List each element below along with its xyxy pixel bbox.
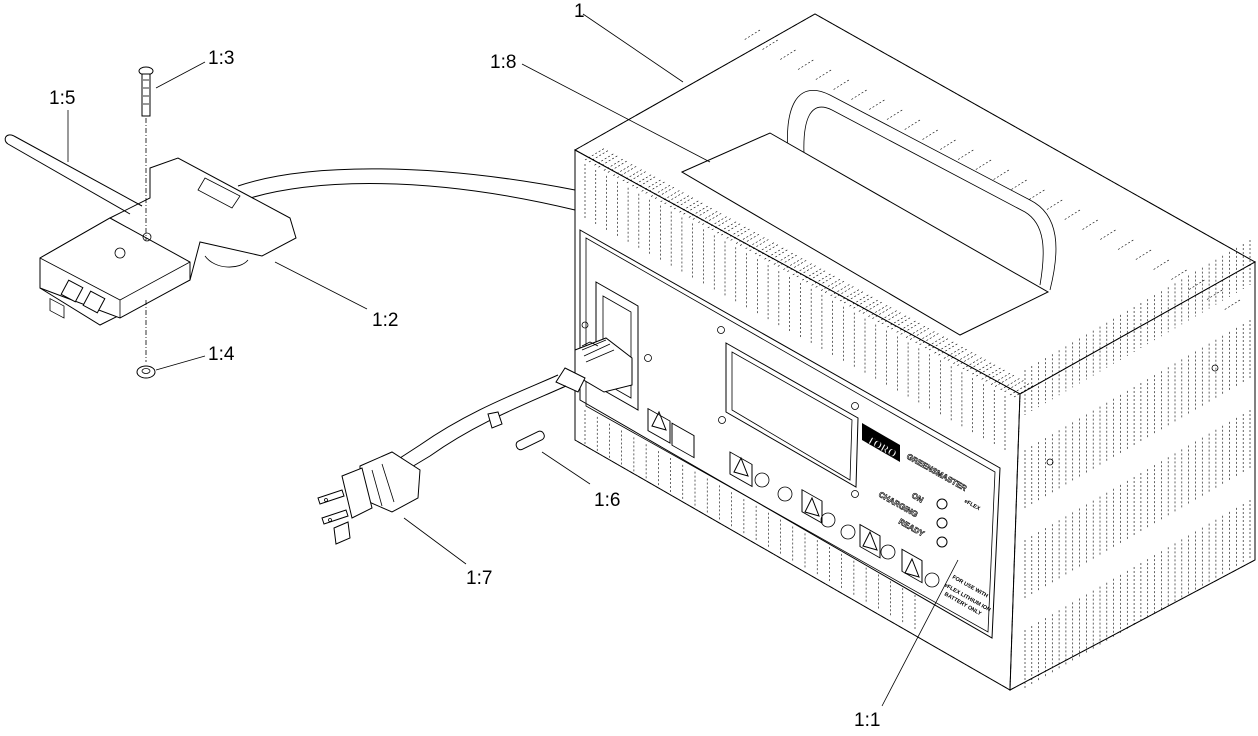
leader-1 [582,13,684,83]
leader-1-7 [403,517,467,565]
callout-1: 1 [574,1,585,22]
connector-screw-head [114,247,126,259]
leader-1-8 [521,63,711,163]
callout-1-6: 1:6 [594,490,620,511]
callout-1-4: 1:4 [208,344,235,365]
leader-1-1 [881,559,959,707]
leader-1-4 [155,355,206,371]
callout-1-5: 1:5 [49,88,75,109]
battery-connector [39,157,297,326]
nut [136,300,156,379]
display-window [725,342,859,488]
led-charging [936,517,948,529]
safety-icon-strip [647,407,940,588]
callout-1-7: 1:7 [466,568,492,589]
led-on [936,498,948,510]
screw [138,66,154,240]
callout-1-2: 1:2 [372,310,398,331]
charger-body: TORO GREENSMASTER eFLEX ON CHARGING READ… [573,13,1257,691]
cooling-fins-front [584,164,1006,630]
carry-handle-inner [803,106,1044,286]
cooling-fins-side [1024,240,1251,690]
leader-1-2 [274,261,368,310]
fuse [515,430,545,451]
top-label-plate [680,132,1050,336]
leader-1-3 [155,61,206,89]
dc-output-cable [237,168,576,211]
callout-labels: 1 1:8 1:3 1:5 1:2 1:4 1:6 1:7 1:1 [49,1,880,731]
callout-1-1: 1:1 [854,710,880,731]
connector-handle [4,134,143,215]
callout-1-3: 1:3 [208,48,234,69]
leader-1-6 [541,451,591,485]
leader-lines [67,13,959,707]
led-ready [936,536,948,548]
ac-power-cord [317,337,633,545]
callout-1-8: 1:8 [490,52,516,73]
carry-handle [787,90,1057,291]
cooling-fins-top [584,29,1241,398]
